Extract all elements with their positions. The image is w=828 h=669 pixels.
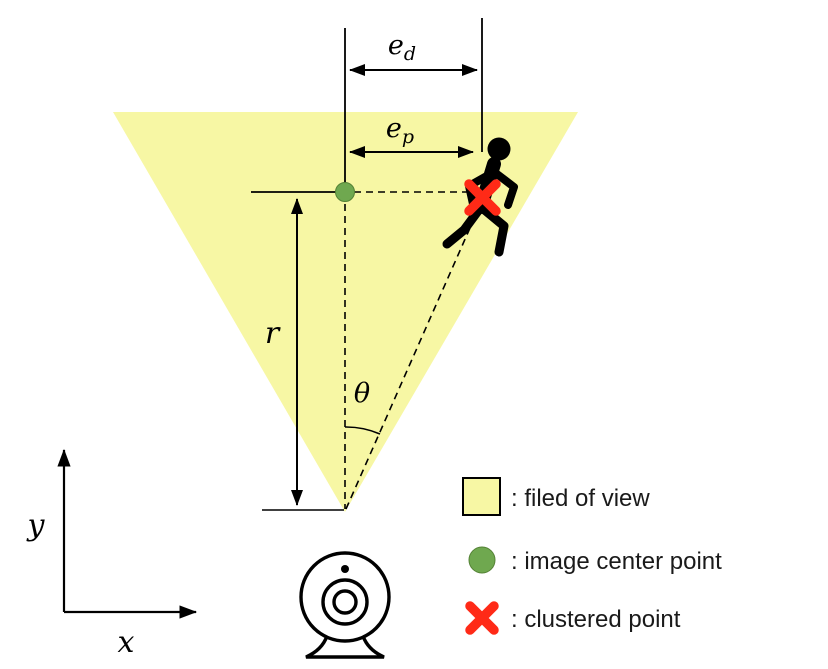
person-back-leg (442, 202, 486, 249)
ed-label-sub: d (404, 43, 416, 65)
ep-label-sub: p (402, 126, 414, 148)
webcam-lens (332, 589, 358, 615)
person-head (487, 137, 511, 161)
person-front-arm (489, 167, 518, 209)
ed-label: ed (388, 30, 416, 65)
clustered-point-x (464, 179, 501, 216)
webcam-icon (299, 551, 391, 659)
y-axis-label: y (26, 508, 46, 543)
clustered-point-swatch (465, 601, 499, 635)
coordinate-axes: y x (26, 448, 198, 660)
person-front-leg (476, 202, 509, 257)
ep-label: ep (386, 113, 414, 148)
webcam-stand (305, 634, 385, 659)
ep-label-base: e (386, 113, 402, 144)
theta-arc (344, 426, 381, 435)
image-center-point (335, 182, 355, 202)
webcam-indicator-dot (341, 565, 349, 573)
clustered-point-x-strokes (464, 179, 501, 216)
r-label: r (265, 316, 281, 351)
x-axis-label: x (118, 625, 135, 660)
legend: : filed of view : image center point : c… (462, 477, 722, 635)
legend-item-field-of-view: : filed of view (462, 477, 650, 516)
legend-item-image-center-point: : image center point (468, 546, 722, 575)
legend-label-field-of-view: : filed of view (511, 485, 650, 512)
field-of-view-swatch (462, 477, 501, 516)
legend-label-image-center-point: : image center point (511, 548, 722, 575)
theta-label: θ (354, 378, 370, 409)
legend-label-clustered-point: : clustered point (511, 606, 681, 633)
image-center-point-swatch (468, 546, 496, 574)
apex-to-cluster-dashed-line (345, 202, 482, 510)
ed-label-base: e (388, 30, 404, 61)
legend-item-clustered-point: : clustered point (465, 601, 681, 635)
